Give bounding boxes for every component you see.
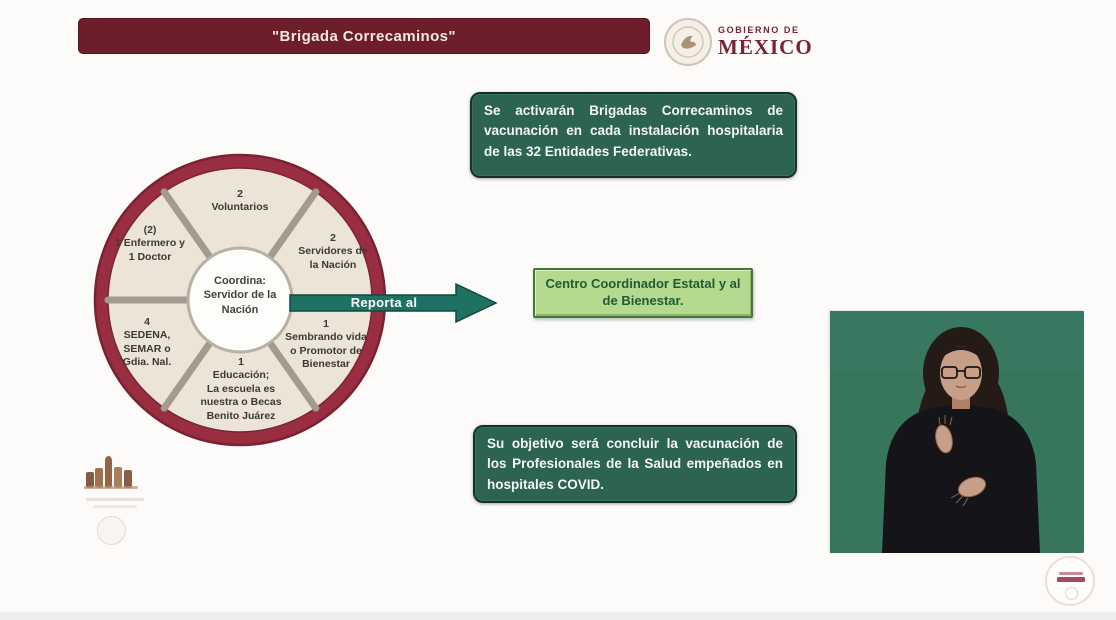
slide-watermark xyxy=(82,454,172,554)
objective-info-box: Su objetivo será concluir la vacunación … xyxy=(473,425,797,503)
badge-text-line xyxy=(1057,577,1085,582)
arrow-label: Reporta al xyxy=(350,295,418,310)
report-target-box: Centro Coordinador Estatal y al de Biene… xyxy=(533,268,753,318)
brigade-wheel-diagram: 2 Voluntarios 2 Servidores de la Nación … xyxy=(90,152,390,448)
gobierno-logo-line1: GOBIERNO DE xyxy=(718,25,800,35)
sign-language-interpreter-video xyxy=(828,310,1084,553)
gobierno-logo-line2: MÉXICO xyxy=(718,35,813,59)
reporta-al-arrow: Reporta al xyxy=(288,280,500,326)
badge-text-line xyxy=(1059,572,1083,575)
wheel-segment-sembrando-vida: 1 Sembrando vida o Promotor de Bienestar xyxy=(285,318,367,371)
mexico-eagle-seal-icon xyxy=(664,18,712,66)
wheel-segment-sedena: 4 SEDENA, SEMAR o Gdia. Nal. xyxy=(122,316,172,369)
watermark-monument-icon xyxy=(84,456,138,489)
wheel-segment-voluntarios: 2 Voluntarios xyxy=(211,188,269,214)
wheel-segment-enfermero-doctor: (2) 1 Enfermero y 1 Doctor xyxy=(114,224,186,263)
wheel-segment-servidores: 2 Servidores de la Nación xyxy=(298,232,368,271)
wheel-center-coordinator: Coordina: Servidor de la Nación xyxy=(203,275,277,316)
report-target-text: Centro Coordinador Estatal y al de Biene… xyxy=(545,276,741,308)
wheel-segment-educacion: 1 Educación; La escuela es nuestra o Bec… xyxy=(200,356,282,422)
watermark-caption-line xyxy=(93,505,137,508)
interpreter-figure xyxy=(830,311,1084,553)
gobierno-mexico-logo: GOBIERNO DE MÉXICO xyxy=(664,18,813,66)
activation-info-box: Se activarán Brigadas Correcaminos de va… xyxy=(470,92,797,178)
bottom-gray-strip xyxy=(0,612,1116,620)
gobierno-mexico-badge-icon xyxy=(1045,556,1095,606)
arrow-icon xyxy=(289,282,498,324)
slide-title-bar: "Brigada Correcaminos" xyxy=(78,18,650,54)
wheel-graphic xyxy=(93,153,387,447)
glasses-icon xyxy=(941,366,981,379)
signing-hands xyxy=(935,415,987,507)
activation-text: Se activarán Brigadas Correcaminos de va… xyxy=(484,103,783,159)
watermark-seal-icon xyxy=(97,516,126,545)
gobierno-logo-text: GOBIERNO DE MÉXICO xyxy=(718,26,813,58)
badge-seal-circle xyxy=(1065,587,1078,600)
slide-title: "Brigada Correcaminos" xyxy=(272,27,456,45)
eagle-glyph xyxy=(672,26,704,58)
watermark-caption-line xyxy=(86,498,144,501)
objective-text: Su objetivo será concluir la vacunación … xyxy=(487,436,783,492)
